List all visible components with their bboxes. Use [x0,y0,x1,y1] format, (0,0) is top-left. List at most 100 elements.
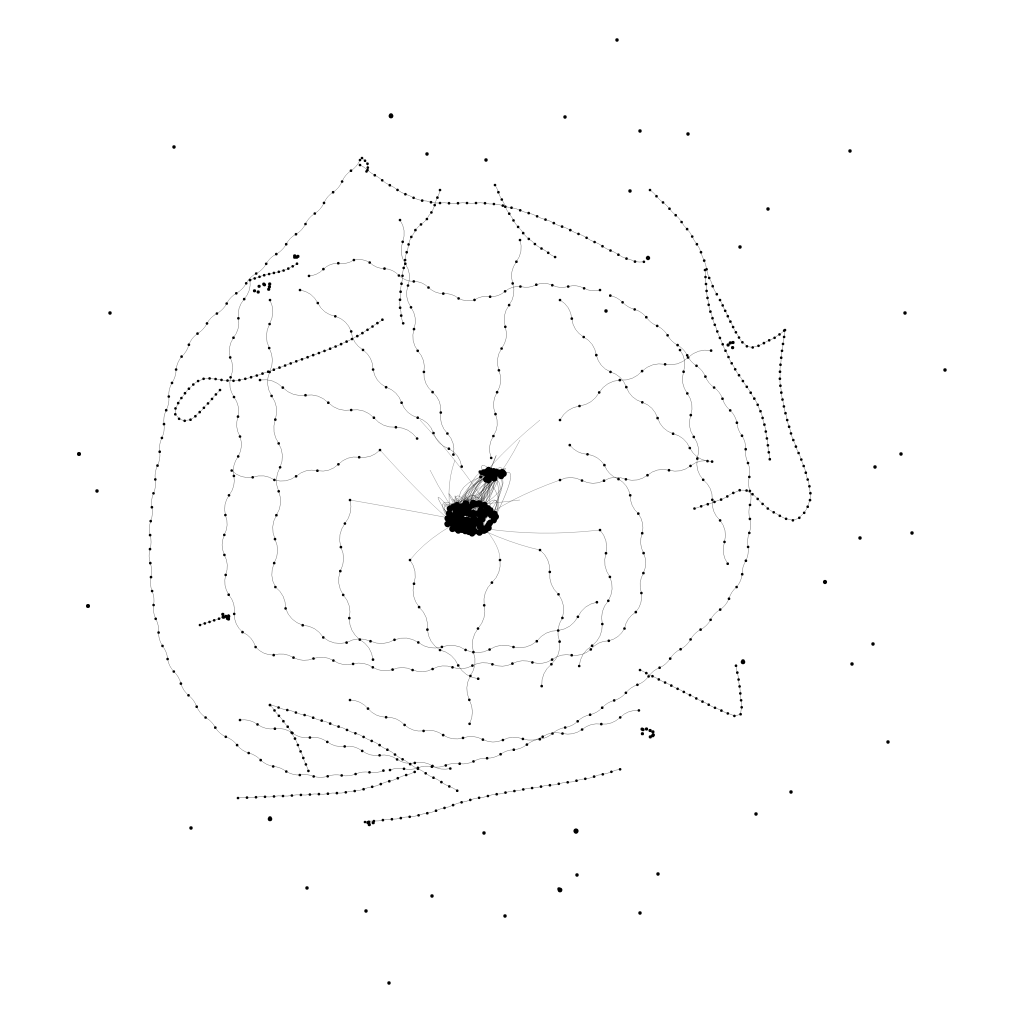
graph-node [305,886,309,890]
graph-node [387,981,391,985]
graph-node [466,517,473,525]
graph-node [322,267,325,271]
graph-node [600,706,604,709]
graph-node [798,516,801,520]
graph-edge [423,371,433,393]
graph-node [494,470,498,474]
graph-node [618,378,622,382]
graph-node [501,204,505,207]
graph-node [270,394,273,398]
graph-node [388,768,392,772]
graph-node [612,699,616,702]
graph-edge [305,213,315,225]
graph-edge [558,616,579,631]
graph-node [245,796,249,799]
graph-node [640,531,644,535]
graph-edge [459,761,474,765]
graph-edge [398,275,414,282]
graph-edge [162,645,168,660]
graph-node [585,236,588,240]
graph-node [224,513,227,517]
graph-edge [391,817,401,820]
graph-edge [165,396,170,411]
graph-node [462,527,469,535]
graph-node [404,192,407,196]
graph-edge [351,409,375,418]
graph-node [787,425,791,429]
graph-node [383,267,386,270]
graph-edge [423,730,444,736]
graph-node [378,743,381,747]
graph-node [370,785,374,789]
graph-edge [372,369,387,388]
graph-node [275,513,278,517]
graph-node [495,792,499,796]
graph-node [538,737,542,741]
graph-edge [256,263,267,274]
graph-node [277,442,281,445]
graph-node [431,764,434,768]
graph-edge [304,714,314,718]
graph-node [782,335,786,339]
graph-edge [394,637,419,643]
graph-edge [596,355,611,373]
graph-node [759,409,762,413]
graph-edge [482,528,601,534]
graph-node [598,528,602,532]
graph-edge [643,552,646,574]
graph-node [713,706,717,710]
graph-node [696,457,699,460]
graph-node [637,709,641,712]
graph-node [733,714,736,718]
graph-edge [696,244,702,253]
graph-node [229,376,232,379]
graph-node [363,820,367,824]
graph-edge [335,316,352,332]
graph-edge [399,219,405,242]
graph-edge [272,515,277,540]
graph-edge [508,283,515,306]
graph-node [663,681,667,684]
graph-node [739,699,743,702]
graph-edge [520,284,537,288]
graph-node [513,789,516,793]
graph-node [492,434,495,438]
graph-edge [274,476,297,482]
graph-node [227,614,231,619]
graph-edge [626,387,643,403]
graph-edge [215,727,226,738]
graph-node [281,386,285,389]
graph-node [475,500,483,507]
graph-node [422,370,426,374]
graph-node [636,683,639,687]
graph-node [709,310,712,313]
graph-edge [444,804,454,809]
graph-node [558,418,562,422]
graph-node [223,533,226,537]
graph-node [328,722,332,725]
graph-node [77,452,81,456]
graph-node [405,250,409,254]
graph-node [745,385,749,389]
graph-edge [400,816,410,819]
graph-edge [328,402,352,411]
graph-node [448,785,451,788]
graph-edge [205,717,216,728]
graph-edge [441,645,466,651]
graph-node [512,748,516,751]
graph-node [651,730,655,734]
graph-node [293,737,297,740]
graph-edge [153,479,156,494]
graph-node [504,791,507,794]
graph-node [601,244,604,248]
graph-node [481,738,485,741]
graph-node [797,451,800,455]
graph-edge [520,210,529,214]
graph-node [640,732,645,736]
graph-node [164,408,168,412]
graph-edge [355,733,364,738]
graph-node [595,600,599,604]
graph-node [645,255,651,261]
graph-node [430,894,434,898]
graph-node [723,540,726,544]
